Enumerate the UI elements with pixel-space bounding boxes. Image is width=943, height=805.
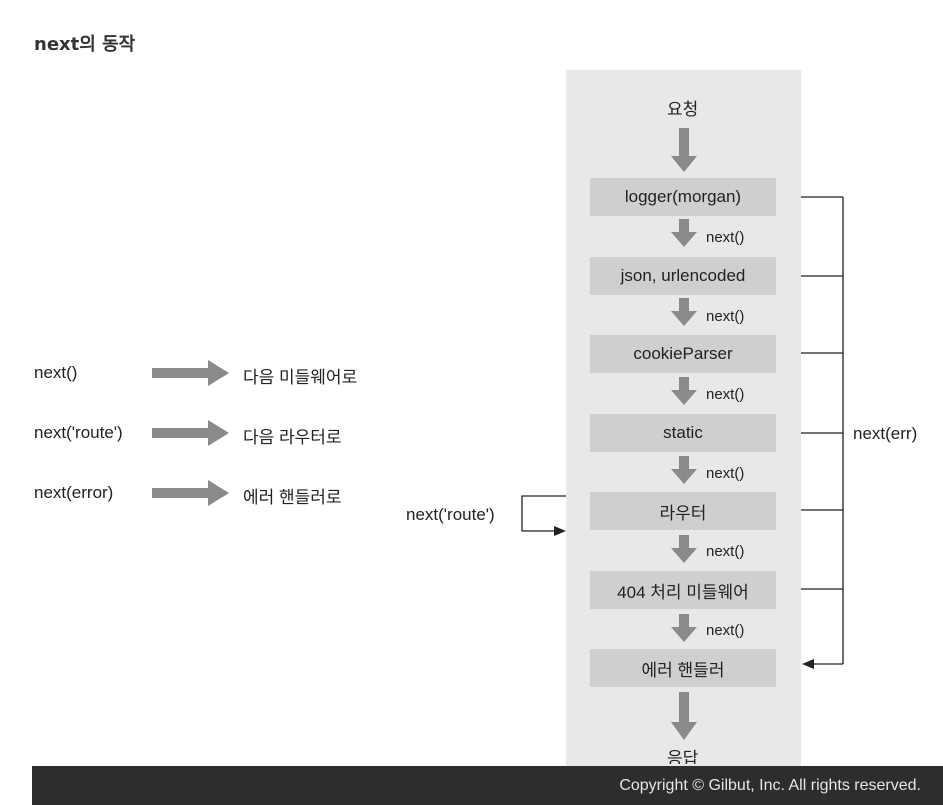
stage-404-middleware: 404 처리 미들웨어: [590, 571, 776, 609]
next-err-label: next(err): [853, 424, 918, 443]
route-loop-arrowhead: [554, 526, 566, 536]
legend-call-next-route: next('route'): [34, 423, 123, 442]
down-arrow-3: [671, 377, 697, 405]
legend-meaning-next-route: 다음 라우터로: [243, 428, 342, 447]
next-label-6: next(): [706, 622, 745, 639]
legend-call-next-error: next(error): [34, 483, 114, 502]
stage-router: 라우터: [590, 492, 776, 530]
next-label-3: next(): [706, 386, 745, 403]
down-arrow-2: [671, 298, 697, 326]
stage-cookie-parser: cookieParser: [590, 335, 776, 373]
down-arrow-5: [671, 535, 697, 563]
next-label-4: next(): [706, 465, 745, 482]
next-label-2: next(): [706, 308, 745, 325]
copyright-footer: Copyright © Gilbut, Inc. All rights rese…: [32, 766, 943, 805]
copyright-text: Copyright © Gilbut, Inc. All rights rese…: [619, 776, 921, 794]
down-arrow-4: [671, 456, 697, 484]
route-loop-line: [521, 495, 566, 532]
down-arrow-response: [671, 692, 697, 740]
down-arrow-request: [671, 128, 697, 172]
legend-call-next: next(): [34, 363, 78, 382]
stage-error-handler: 에러 핸들러: [590, 649, 776, 687]
flow-end-response: 응답: [667, 749, 699, 764]
stage-static: static: [590, 414, 776, 452]
down-arrow-1: [671, 219, 697, 247]
next-label-5: next(): [706, 543, 745, 560]
stage-logger: logger(morgan): [590, 178, 776, 216]
legend-arrow-3: [152, 480, 229, 506]
next-route-label: next('route'): [406, 505, 495, 524]
legend-meaning-next: 다음 미들웨어로: [243, 368, 358, 387]
err-arrowhead: [802, 659, 814, 669]
stage-body-parser: json, urlencoded: [590, 257, 776, 295]
next-label-1: next(): [706, 229, 745, 246]
legend-arrow-2: [152, 420, 229, 446]
legend-meaning-next-error: 에러 핸들러로: [243, 488, 342, 507]
flow-start-request: 요청: [667, 100, 699, 119]
down-arrow-6: [671, 614, 697, 642]
page-title: next의 동작: [34, 34, 136, 55]
legend-arrow-1: [152, 360, 229, 386]
